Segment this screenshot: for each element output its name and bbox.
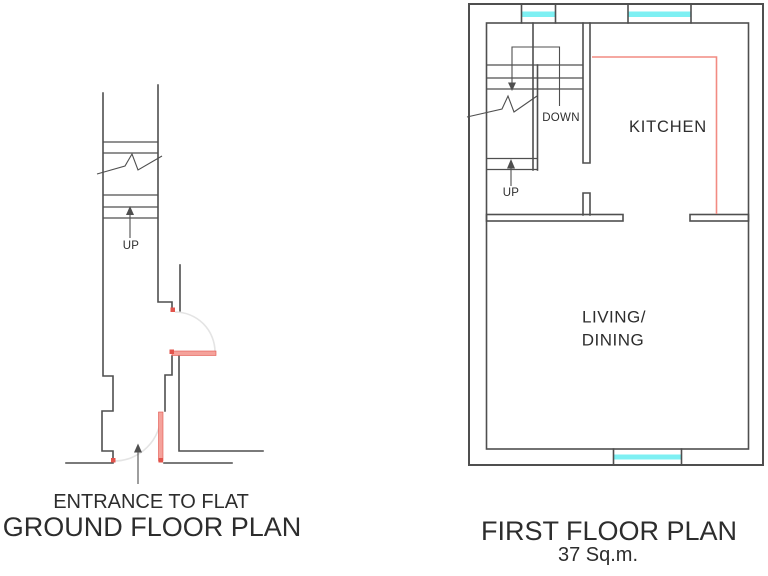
ff-stair-break-line: [466, 94, 538, 118]
ff-up-label: UP: [503, 187, 520, 199]
gf-entrance-arrow-icon: [134, 443, 142, 484]
ff-window-top-left: [520, 3, 557, 24]
gf-left-wall: [101, 92, 114, 462]
ff-living-label-line2: DINING: [582, 331, 645, 350]
ff-kitchen-partition-wall: [582, 22, 591, 164]
ff-window-bottom: [612, 448, 683, 466]
gf-right-wall: [157, 84, 173, 310]
ff-down-label: DOWN: [542, 112, 580, 124]
ff-title: FIRST FLOOR PLAN: [481, 516, 737, 546]
ff-living-wall-left-segment: [485, 213, 624, 222]
gf-entrance-label: ENTRANCE TO FLAT: [53, 491, 249, 513]
ff-kitchen-label: KITCHEN: [629, 118, 707, 136]
gf-door-hinge-dot-2: [169, 349, 174, 354]
first-floor-plan: DOWN UP KITCHEN LIVING/ DINING FIRST FLO…: [466, 3, 764, 566]
ff-inner-wall: [485, 22, 750, 450]
ff-living-label-line1: LIVING/: [582, 308, 646, 327]
gf-upper-door-swing-arc: [174, 311, 216, 353]
gf-lower-right-wall: [178, 355, 264, 452]
ground-floor-plan: UP ENTRANCE TO FLAT GROUND FLOOR PLAN: [3, 84, 302, 542]
ff-area-label: 37 Sq.m.: [558, 544, 638, 566]
gf-door-hinge-dot-1: [170, 307, 175, 312]
ff-living-wall-right-segment: [689, 213, 750, 222]
ff-stair-treads: [486, 64, 583, 171]
ff-up-arrow-icon: [507, 159, 515, 186]
gf-stair-break-line: [96, 152, 163, 175]
ff-window-top-right: [627, 3, 692, 24]
ff-kitchen-counter: [592, 56, 718, 214]
gf-below-door-wall: [164, 355, 173, 412]
gf-up-arrow-icon: [126, 206, 134, 238]
gf-door-hinge-dot-3: [158, 458, 163, 463]
gf-title: GROUND FLOOR PLAN: [3, 512, 302, 542]
ff-outer-wall: [468, 3, 764, 466]
gf-entrance-door-leaf: [158, 411, 164, 462]
ff-down-arrow-icon: [508, 46, 561, 106]
ff-kitchen-door-jamb: [582, 192, 591, 216]
gf-door-stop-dot: [111, 458, 116, 463]
gf-up-label: UP: [123, 240, 140, 252]
gf-upper-door-leaf: [171, 350, 217, 356]
gf-stair-treads: [103, 141, 158, 219]
